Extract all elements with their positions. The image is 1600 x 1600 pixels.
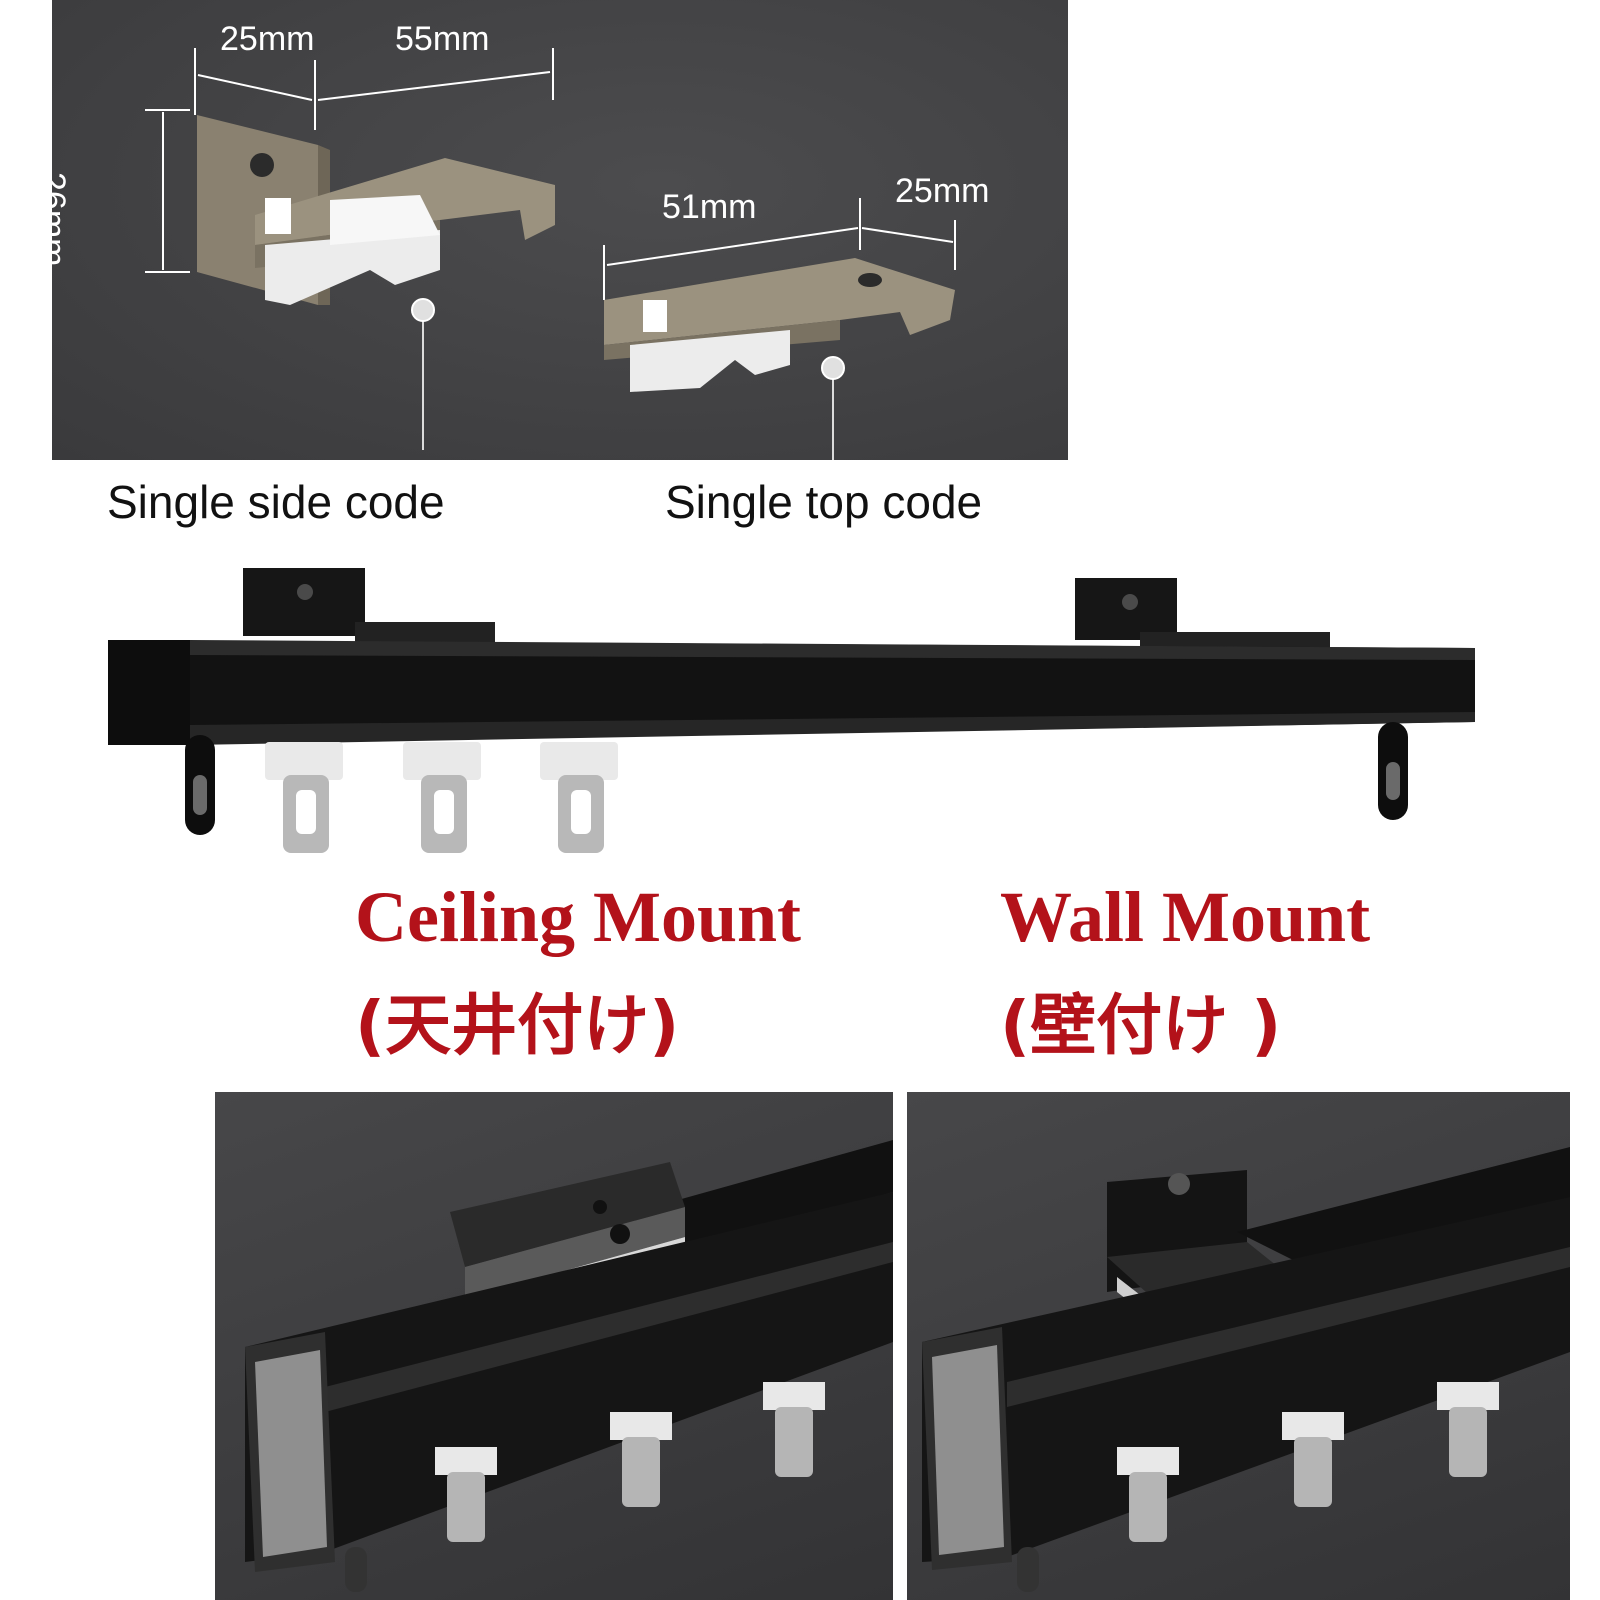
ceiling-mount-rail-icon [245,1140,893,1592]
single-side-code-caption: Single side code [107,476,445,528]
wall-mount-rail-icon [922,1147,1570,1592]
side-dimension-lines [145,48,554,273]
bracket-top-icon [604,258,955,392]
wall-mount-jp-label: (壁付け ) [1000,987,1282,1064]
top-dimension-lines [603,198,956,300]
curtain-rail-icon [108,568,1475,835]
wall-mount-photo [907,1092,1570,1600]
single-top-code-caption: Single top code [665,476,983,528]
wall-mount-label: Wall Mount [1000,877,1371,957]
runner-hook-icon [265,742,618,853]
bracket-side-icon [197,115,555,305]
ceiling-mount-jp-label: (天井付け) [355,987,680,1064]
top-width-label: 25mm [895,172,990,210]
ceiling-mount-photo [215,1092,893,1600]
side-length-label: 55mm [395,20,490,58]
side-width-label: 25mm [220,20,315,58]
ceiling-mount-label: Ceiling Mount [355,877,802,957]
side-height-label: 26mm [34,172,72,267]
top-length-label: 51mm [662,188,757,226]
